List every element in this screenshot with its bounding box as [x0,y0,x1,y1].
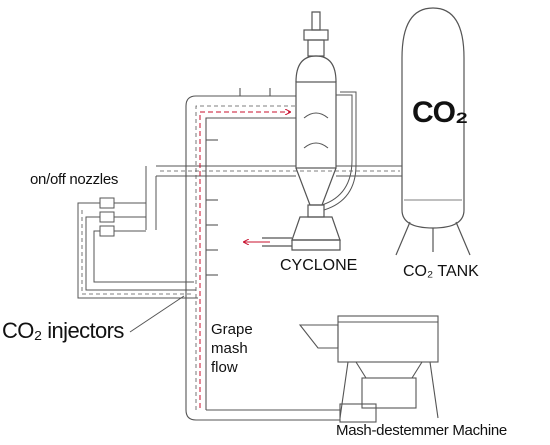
grape-flow-line-3: flow [211,359,238,376]
mash-pipe [185,88,340,421]
grape-flow-line-2: mash [211,340,248,357]
flow-path-red [199,112,290,408]
grape-flow-label: Grape mash flow [211,320,253,377]
injectors-label: CO₂ injectors [2,318,124,343]
grape-flow-line-1: Grape [211,321,253,338]
nozzles-label: on/off nozzles [30,171,119,188]
injectors-pointer [129,295,185,333]
co2-gas-line [145,165,402,230]
mash-destemmer-machine [298,315,439,423]
cyclone-label: CYCLONE [280,257,358,274]
tank-body-label: CO₂ [412,96,468,129]
co2-tank [395,7,471,256]
injector-manifold [77,197,198,299]
cyclone [262,11,357,251]
tank-label: CO₂ TANK [403,263,479,280]
machine-label: Mash-destemmer Machine [336,422,507,439]
